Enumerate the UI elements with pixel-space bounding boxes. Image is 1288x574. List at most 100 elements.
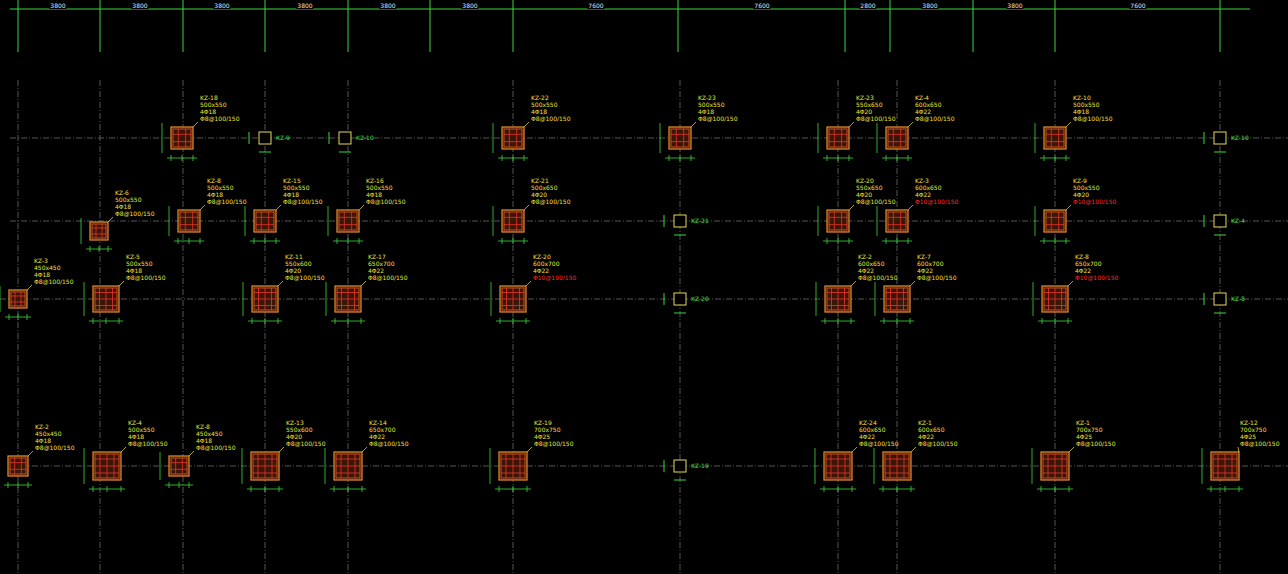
leader-line: [276, 205, 281, 210]
dimension-tick: [883, 486, 884, 492]
axis-line: [18, 80, 19, 574]
column-outline: [335, 286, 361, 312]
reinforcement-note: 4Φ25: [534, 433, 550, 440]
dimension-tick: [276, 238, 277, 244]
leader-line: [359, 205, 364, 210]
tie-bar: [10, 462, 26, 463]
dimension-line: [491, 282, 492, 316]
stirrup: [886, 288, 908, 310]
tie-bar: [516, 129, 517, 147]
column-outline: [674, 215, 686, 227]
dimension-tick: [502, 155, 503, 161]
dimension-line: [329, 132, 330, 144]
column-outline: [9, 290, 27, 308]
tie-bar: [180, 217, 198, 218]
column-outline: [827, 210, 849, 232]
reinforcement-note: 4Φ22: [1075, 267, 1091, 274]
column-outline: [500, 286, 526, 312]
leader-line: [108, 217, 113, 222]
dimension-tick: [827, 238, 828, 244]
small-column: [1204, 293, 1226, 313]
reinforcement-note: Φ8@100/150: [917, 274, 956, 281]
dimension-line: [490, 448, 491, 484]
stirrup: [92, 224, 106, 238]
dimension-line: [242, 448, 243, 484]
column-outline: [674, 460, 686, 472]
small-column: [664, 215, 686, 235]
column-outline: [8, 456, 28, 476]
reinforcement-note: 600x650: [915, 101, 941, 108]
dimension-tick: [169, 482, 170, 488]
reinforcement-note: 500x550: [1073, 184, 1099, 191]
tie-bar: [256, 217, 274, 218]
small-column: [329, 132, 351, 152]
dimension-tick: [884, 318, 885, 324]
reinforcement-note: Φ8@100/150: [128, 440, 167, 447]
dimension-tick: [838, 486, 839, 492]
reinforcement-note: 4Φ25: [1240, 433, 1256, 440]
column-outline: [90, 222, 108, 240]
column-mark: KZ-2: [35, 423, 49, 430]
dimension-tick: [348, 486, 349, 492]
tie-bar: [351, 212, 352, 230]
column-mark: KZ-8: [196, 423, 210, 430]
dimension-chain: [10, 0, 1250, 52]
dimension-line: [10, 9, 1250, 10]
stirrup: [173, 129, 191, 147]
reinforcement-note: Φ8@100/150: [285, 274, 324, 281]
small-column: [1204, 132, 1226, 152]
reinforcement-note: 500x550: [366, 184, 392, 191]
small-column: [1204, 215, 1226, 235]
tie-bar: [888, 141, 906, 142]
dimension-line: [0, 286, 1, 312]
leader-line: [1066, 205, 1071, 210]
dimension-tick: [886, 155, 887, 161]
tie-bar: [834, 212, 835, 230]
tie-bar: [1051, 129, 1052, 147]
reinforcement-note: 4Φ20: [286, 433, 302, 440]
leader-line: [1238, 447, 1239, 452]
dimension-tick: [348, 0, 349, 52]
column-section: [818, 206, 853, 244]
column-outline: [1044, 210, 1066, 232]
column-outline: [886, 210, 908, 232]
reinforcement-note: Φ8@100/150: [531, 115, 570, 122]
stirrup: [888, 212, 906, 230]
dimension-line: [816, 282, 817, 316]
reinforcement-note: 650x700: [368, 260, 394, 267]
tie-bar: [185, 212, 186, 230]
column-section: [81, 218, 112, 252]
stirrup: [11, 292, 25, 306]
tie-bar: [344, 212, 345, 230]
stirrup: [888, 129, 906, 147]
tie-bar: [337, 299, 359, 300]
tie-bar: [829, 134, 847, 135]
tie-bar: [504, 217, 522, 218]
column-mark: KZ-10: [1073, 94, 1091, 101]
column-section: [877, 123, 912, 161]
dimension-tick: [825, 318, 826, 324]
dimension-tick: [824, 486, 825, 492]
reinforcement-note: 500x550: [531, 101, 557, 108]
tie-bar: [841, 129, 842, 147]
reinforcement-note: Φ8@100/150: [115, 210, 154, 217]
axis-line: [513, 80, 514, 574]
leader-line: [121, 447, 126, 452]
column-mark: KZ-10: [356, 134, 374, 141]
dimension-tick: [827, 155, 828, 161]
dimension-tick: [911, 486, 912, 492]
column-section: [491, 282, 530, 324]
axis-line: [183, 80, 184, 574]
leader-line: [910, 281, 915, 286]
dimension-tick: [890, 0, 891, 52]
leader-line: [1069, 447, 1074, 452]
column-mark: KZ-4: [1231, 217, 1245, 224]
reinforcement-note: Φ10@100/150: [533, 274, 576, 281]
tie-bar: [885, 459, 909, 460]
dimension-tick: [348, 318, 349, 324]
dimension-tick: [852, 486, 853, 492]
tie-bar: [21, 458, 22, 474]
axis-line: [897, 80, 898, 574]
dimension-tick: [849, 238, 850, 244]
column-section: [242, 448, 283, 492]
